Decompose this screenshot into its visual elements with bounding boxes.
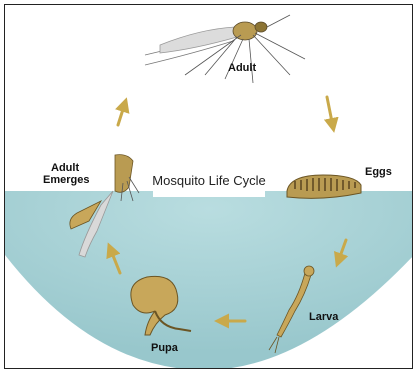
eggs-raft: [287, 175, 361, 198]
diagram-frame: Mosquito Life Cycle Adult Eggs Larva Pup…: [4, 4, 413, 369]
label-adult: Adult: [228, 62, 256, 74]
label-adult-emerges-line2: Emerges: [43, 174, 89, 186]
diagram-title: Mosquito Life Cycle: [153, 163, 265, 197]
adult-mosquito: [145, 15, 305, 83]
water-area: [5, 191, 413, 369]
arrow-emerges-to-adult: [118, 103, 125, 125]
label-adult-emerges-line1: Adult: [51, 162, 79, 174]
arrow-adult-to-eggs: [327, 97, 333, 127]
label-pupa: Pupa: [151, 342, 178, 354]
label-larva: Larva: [309, 311, 338, 323]
label-eggs: Eggs: [365, 166, 392, 178]
